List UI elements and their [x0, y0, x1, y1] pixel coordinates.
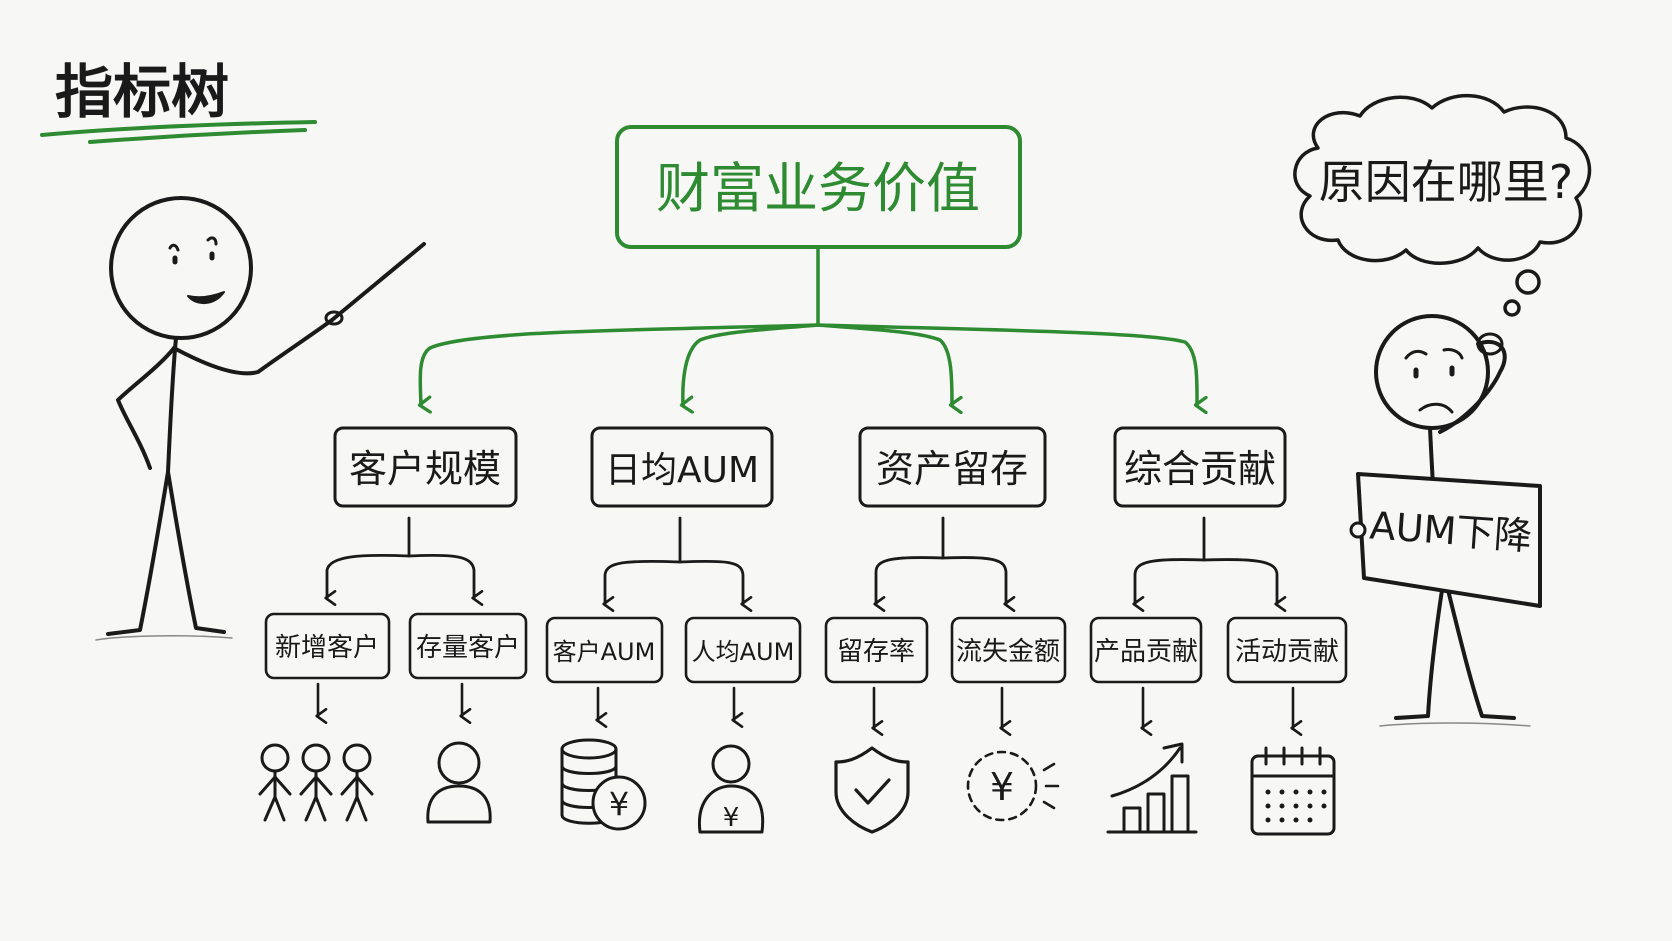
leaf-node-1-label: 新增客户 [275, 633, 379, 663]
branch-node-2-box [590, 426, 774, 508]
presenter-right-arm [172, 318, 334, 376]
svg-text:¥: ¥ [609, 785, 629, 823]
branch-4-connector-left [1135, 516, 1206, 604]
leaf-labels: 新增客户 存量客户 客户AUM 人均AUM 留存率 流失金额 产品贡献 活动贡献 [275, 633, 1339, 667]
presenter-body [166, 336, 178, 474]
branch-node-3: 资产留存 [858, 426, 1047, 508]
aum-decline-sign: AUM下降 [1349, 472, 1542, 608]
person-icon [426, 741, 492, 824]
leaf-node-4-box [684, 616, 802, 684]
leaf-node-7-box [1089, 616, 1203, 684]
root-connector-3 [816, 323, 952, 405]
leaf-node-1-box [264, 612, 391, 680]
root-node: 财富业务价值 [615, 125, 1022, 249]
shield-check-icon [834, 746, 910, 834]
three-people-icon [258, 743, 374, 822]
root-node-box [615, 125, 1022, 249]
branch-node-2-label: 日均AUM [605, 450, 759, 491]
branch-node-1: 客户规模 [333, 426, 518, 508]
thought-bubble-text: 原因在哪里? [1319, 155, 1573, 209]
root-connector-1 [420, 323, 820, 405]
leaf-node-5-label: 留存率 [837, 637, 915, 667]
branch-node-3-box [858, 426, 1047, 508]
svg-text:¥: ¥ [990, 765, 1014, 809]
root-connectors [420, 247, 1197, 405]
presenter-head [109, 196, 253, 340]
leaf-node-8-label: 活动贡献 [1235, 637, 1339, 667]
leaf-node-2-box [408, 612, 528, 680]
yen-outflow-icon: ¥ [966, 750, 1060, 822]
leaf-icon-arrows [315, 682, 1303, 736]
branch-node-2: 日均AUM [590, 426, 774, 508]
root-connector-4 [816, 323, 1197, 405]
page-title-group: 指标树 [40, 58, 317, 144]
pointer-stick [330, 242, 426, 322]
branch-1-connector-right [407, 553, 484, 606]
title-underline [40, 120, 317, 144]
presenter-stick-figure [95, 196, 426, 641]
leaf-nodes [264, 612, 1348, 684]
branch-connectors [327, 516, 1287, 612]
root-node-label: 财富业务价值 [656, 157, 980, 220]
svg-text:¥: ¥ [723, 803, 740, 833]
branch-3-connector-right [941, 556, 1016, 612]
leaf-node-5-box [824, 616, 929, 684]
worried-right-leg [1446, 588, 1516, 720]
leaf-node-7-label: 产品贡献 [1094, 637, 1198, 667]
leaf-node-6-label: 流失金额 [956, 637, 1060, 667]
leaf-node-3-box [545, 616, 664, 684]
sign-board [1356, 472, 1542, 608]
coin-stack-yen-icon: ¥ [560, 738, 647, 831]
leaf-node-4-label: 人均AUM [692, 638, 795, 666]
thought-dot-2 [1503, 299, 1521, 317]
branch-2-connector-right [678, 559, 753, 612]
worried-arm-on-head [1438, 340, 1507, 434]
thought-bubble: 原因在哪里? [1293, 94, 1592, 317]
branch-node-4: 综合贡献 [1113, 426, 1287, 508]
presenter-left-arm [116, 346, 176, 470]
branch-node-4-box [1113, 426, 1287, 508]
growth-chart-icon [1106, 742, 1198, 834]
thought-dot-1 [1515, 269, 1541, 295]
worried-left-leg [1394, 588, 1444, 720]
calendar-icon [1250, 746, 1336, 836]
presenter-left-leg [106, 470, 170, 636]
presenter-right-leg [166, 470, 226, 634]
branch-3-connector-left [876, 516, 945, 604]
root-connector-2 [683, 323, 820, 405]
page-title: 指标树 [55, 58, 229, 126]
branch-1-connector-left [327, 516, 411, 598]
leaf-node-6-box [950, 616, 1067, 684]
branch-node-1-box [333, 426, 518, 508]
leaf-node-8-box [1226, 616, 1348, 684]
branch-node-1-label: 客户规模 [349, 447, 501, 491]
branch-node-3-label: 资产留存 [876, 447, 1028, 491]
leaf-node-3-label: 客户AUM [553, 638, 656, 666]
branch-4-connector-right [1202, 558, 1287, 612]
thought-bubble-cloud [1293, 94, 1592, 265]
person-yen-icon: ¥ [697, 744, 765, 834]
branch-node-4-label: 综合贡献 [1124, 447, 1276, 491]
leaf-node-2-label: 存量客户 [416, 633, 520, 663]
branch-2-connector-left [605, 516, 682, 604]
